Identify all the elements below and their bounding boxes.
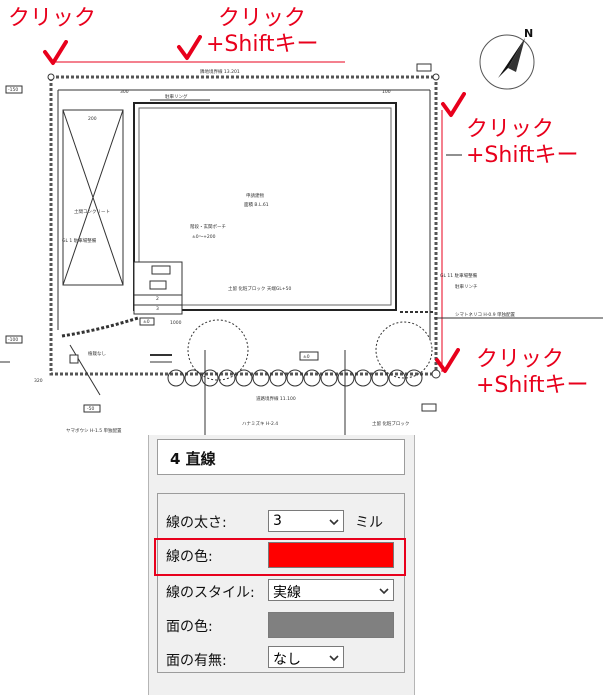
panel-title-box: 4 直線 [157, 439, 405, 475]
label-bottom-right: 土留 化粧ブロック [372, 420, 409, 427]
callout-bottom-right-line1: クリック [476, 347, 565, 372]
line-width-select[interactable]: 3 [268, 510, 344, 532]
stair-tag-2 [149, 280, 167, 290]
left-room-cross-2 [62, 109, 124, 286]
label-dim-40: ±0 [303, 354, 310, 360]
corner-marker-bottom-right [431, 369, 441, 379]
label-dim-2: 2 [156, 296, 159, 302]
label-dim-50: -50 [87, 406, 94, 412]
line-style-select[interactable]: 実線 [268, 579, 394, 601]
line-style-value: 実線 [273, 585, 301, 601]
line-style-label: 線のスタイル: [166, 585, 255, 601]
label-small-block-1: 階段・玄関ポーチ [190, 223, 226, 230]
line-color-highlight [154, 538, 406, 576]
chevron-down-icon [379, 588, 389, 595]
tree-right [375, 321, 433, 379]
fill-color-swatch[interactable] [268, 612, 394, 638]
callout-bottom-right-line2: +Shiftキー [476, 373, 589, 398]
fill-enable-select[interactable]: なし [268, 646, 344, 668]
label-dim-150: -150 [8, 87, 18, 93]
stair-tag [151, 265, 171, 275]
callout-right-line1: クリック [466, 117, 555, 142]
panel-title: 4 直線 [170, 450, 216, 468]
north-compass-icon [479, 34, 535, 90]
label-small-block-2: ±0〜+200 [192, 234, 216, 240]
label-dim-0: ±0 [143, 319, 150, 325]
corner-marker-top-left [47, 73, 55, 81]
dimension-tags [5, 63, 437, 413]
chevron-down-icon [329, 519, 339, 526]
checkmark-icon-top-middle [177, 35, 202, 60]
label-dim-m100: -100 [8, 337, 18, 343]
callout-top-left: クリック [8, 6, 97, 31]
line-color-swatch[interactable] [268, 542, 394, 568]
callout-top-middle-line1: クリック [218, 6, 307, 31]
label-left-note: GL 1 駐車場整備 [62, 237, 97, 244]
label-right-note-1: GL 11 駐車場整備 [440, 272, 478, 279]
label-left-small: 植栽なし [88, 350, 106, 357]
line-width-value: 3 [273, 513, 282, 529]
label-bottom-dim: 道路境界線 11.100 [256, 395, 296, 402]
label-right-note-3: シマトネリコ H-0.9 単独配置 [455, 311, 516, 318]
label-dim-3: 3 [156, 306, 159, 312]
checkmark-icon-bottom-right [435, 348, 460, 373]
line-width-label: 線の太さ: [166, 515, 227, 531]
properties-panel: 4 直線 線の太さ: 3 ミル 線の色: 線のスタイル: 実線 面の色: 面の有… [148, 435, 415, 695]
label-right-note-2: 駐車リンチ [455, 283, 478, 290]
label-dim-1000: 1000 [170, 320, 182, 326]
shrub-row [167, 369, 423, 387]
property-boundary [49, 75, 438, 376]
label-dim-300: 300 [120, 89, 129, 95]
compass-north-label: N [524, 27, 533, 40]
fill-enable-label: 面の有無: [166, 653, 227, 669]
callout-top-middle-line2: +Shiftキー [206, 32, 319, 57]
label-top-dim: 隣地境界線 13.201 [200, 68, 240, 75]
diag-line-lower-left [69, 344, 101, 396]
callout-right-line2: +Shiftキー [466, 143, 579, 168]
line-properties-group: 線の太さ: 3 ミル 線の色: 線のスタイル: 実線 面の色: 面の有無: なし [157, 493, 405, 673]
label-main-building-1: 申請建物 [246, 192, 264, 199]
label-car-rail: 駐車リング [165, 93, 188, 100]
label-main-building-2: 面積 B.L.61 [244, 201, 269, 208]
label-dim-320: 320 [34, 378, 43, 384]
label-left-room: 土間コンクリート [74, 208, 110, 215]
checkmark-icon-right [441, 92, 466, 117]
fill-enable-value: なし [273, 652, 301, 668]
curved-retaining-wall [61, 316, 139, 338]
line-width-unit: ミル [355, 515, 383, 531]
label-bottom-mid: ハナミズキ H-2.4 [242, 420, 278, 427]
chevron-down-icon [329, 655, 339, 662]
label-bottom-left: ヤマボウシ H-1.5 単独配置 [66, 427, 122, 434]
label-block-note: 土留 化粧ブロック 天端GL+50 [228, 285, 291, 292]
checkmark-icon-top-left [43, 40, 68, 65]
main-building-inner [138, 107, 392, 306]
fill-color-label: 面の色: [166, 619, 213, 635]
tree-left [187, 319, 249, 381]
label-dim-200: 200 [88, 116, 97, 122]
line-color-label: 線の色: [166, 549, 213, 565]
label-dim-100: 100 [382, 89, 391, 95]
left-room [62, 109, 124, 286]
corner-marker-top-right [432, 73, 440, 81]
site-plan-drawing: N 隣地境界線 13.201 駐車リング 申請建物 面積 B.L.61 土間コン… [0, 27, 603, 440]
